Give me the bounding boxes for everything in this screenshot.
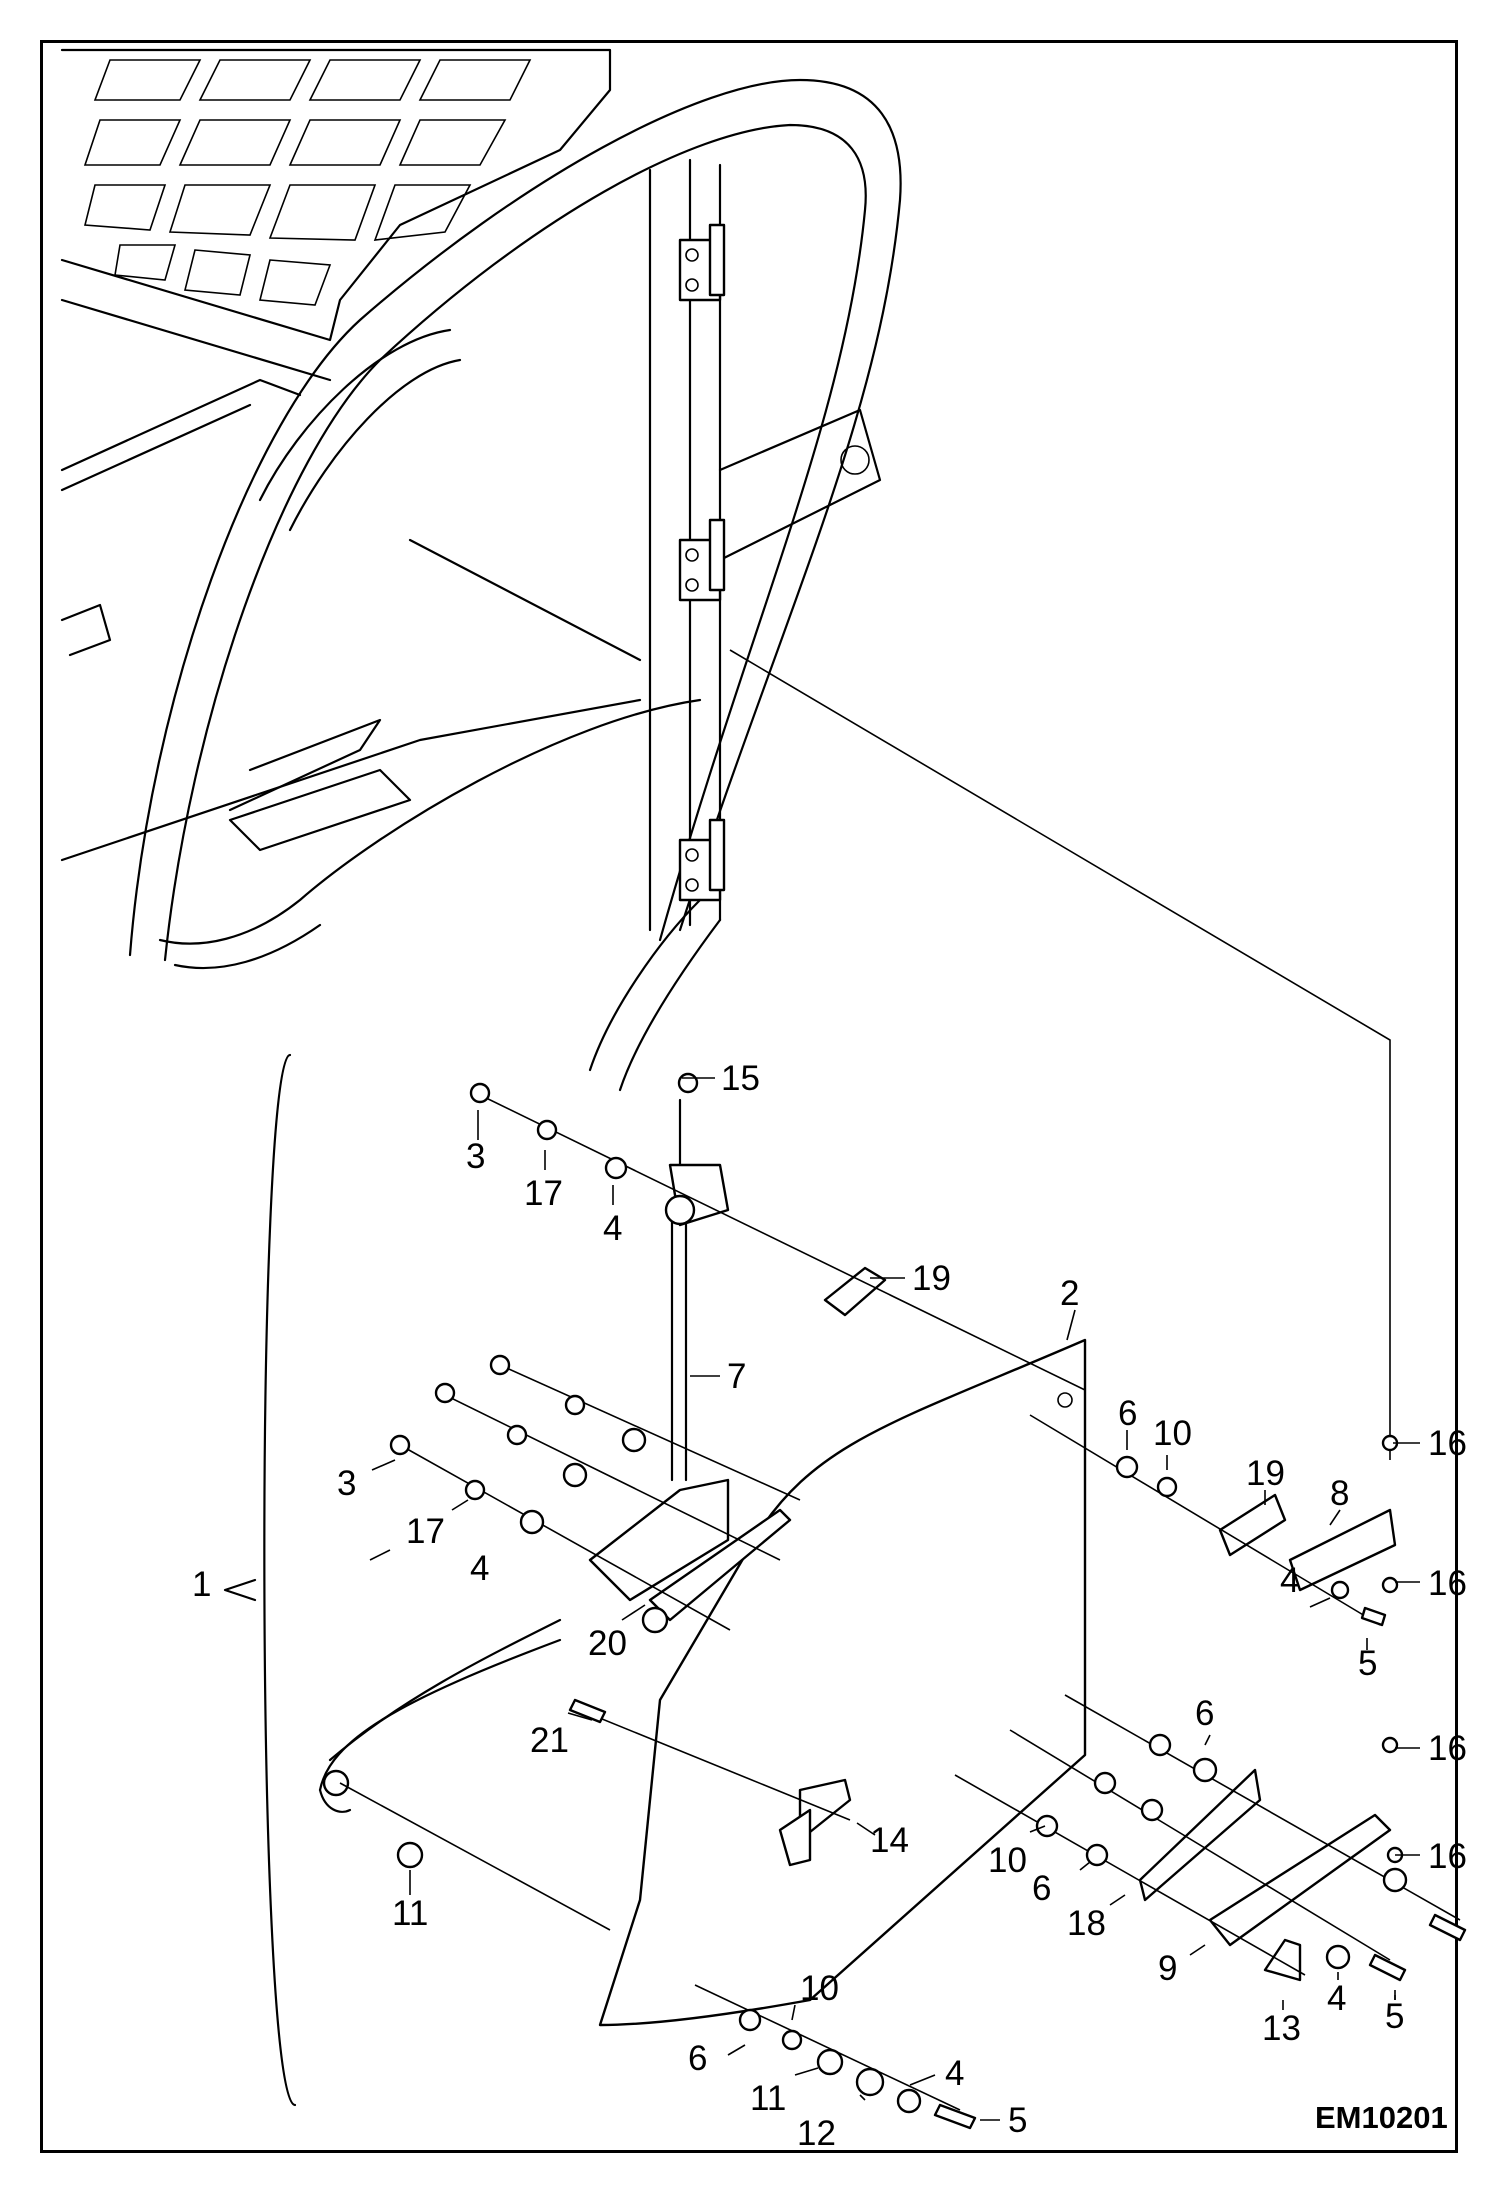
callout-4: 4	[603, 1209, 622, 1248]
callout-19: 19	[912, 1259, 951, 1298]
callout-9: 9	[1158, 1949, 1177, 1988]
callout-leaders	[369, 1077, 1420, 2121]
middle-hinge	[678, 518, 726, 602]
group-brace	[263, 1053, 297, 2107]
callout-11: 11	[392, 1894, 428, 1933]
callout-5-b: 5	[1385, 1997, 1404, 2036]
roof-grille	[83, 59, 532, 306]
lower-hinge	[678, 818, 726, 902]
callout-6-c: 6	[1032, 1869, 1051, 1908]
callout-16-c: 16	[1428, 1729, 1467, 1768]
callout-6-d: 6	[688, 2039, 707, 2078]
callout-13: 13	[1262, 2009, 1301, 2048]
callout-21: 21	[530, 1721, 569, 1760]
callout-4-b: 4	[470, 1549, 489, 1588]
cab-frame	[60, 48, 1391, 1460]
door-assembly	[318, 1072, 1467, 2130]
callout-17-b: 17	[406, 1512, 445, 1551]
callout-11-b: 11	[750, 2079, 786, 2118]
callout-1: 1	[192, 1565, 211, 1604]
callout-15: 15	[721, 1059, 760, 1098]
callout-6-b: 6	[1195, 1694, 1214, 1733]
callout-17: 17	[524, 1174, 563, 1213]
callout-5-c: 5	[1008, 2101, 1027, 2140]
callout-10-c: 10	[800, 1969, 839, 2008]
drawing-code: EM10201	[1315, 2100, 1448, 2135]
callout-3-b: 3	[337, 1464, 356, 1503]
callout-8: 8	[1330, 1474, 1349, 1513]
callout-16: 16	[1428, 1424, 1467, 1463]
upper-hinge	[678, 223, 726, 302]
callout-5: 5	[1358, 1644, 1377, 1683]
callout-16-d: 16	[1428, 1837, 1467, 1876]
callout-12: 12	[797, 2114, 836, 2153]
callout-2: 2	[1060, 1274, 1079, 1313]
callout-16-b: 16	[1428, 1564, 1467, 1603]
callout-14: 14	[870, 1821, 909, 1860]
callout-18: 18	[1067, 1904, 1106, 1943]
callout-20: 20	[588, 1624, 627, 1663]
callout-7: 7	[727, 1357, 746, 1396]
callout-labels: 15 3 17 4 19 2 7 6 10 19 8 16 16 16 16 3…	[192, 1059, 1467, 2153]
callout-4-c: 4	[1280, 1561, 1299, 1600]
callout-19-b: 19	[1246, 1454, 1285, 1493]
callout-4-e: 4	[945, 2054, 964, 2093]
callout-3: 3	[466, 1137, 485, 1176]
callout-10: 10	[1153, 1414, 1192, 1453]
callout-10-b: 10	[988, 1841, 1027, 1880]
callout-4-d: 4	[1327, 1979, 1346, 2018]
callout-6: 6	[1118, 1394, 1137, 1433]
